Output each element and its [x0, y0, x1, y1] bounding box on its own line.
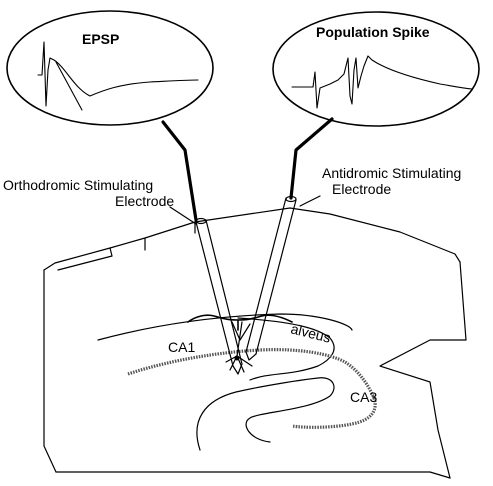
hippocampal-slice-outline	[43, 207, 467, 479]
epsp-recording-wire	[161, 120, 198, 222]
slice-inner-contours	[97, 313, 353, 451]
pyramidal-neuron	[225, 321, 253, 373]
orthodromic-label-line2: Electrode	[115, 193, 174, 209]
population-spike-recording-bubble: Population Spike	[272, 11, 480, 127]
population-spike-trace	[291, 55, 473, 109]
epsp-slope-line	[55, 61, 83, 111]
orthodromic-label-line1: Orthodromic Stimulating	[3, 177, 153, 193]
orthodromic-leader-line	[169, 206, 197, 225]
population-spike-recording-wire	[289, 117, 334, 200]
epsp-recording-bubble: EPSP	[6, 10, 214, 126]
alveus-label: alveus	[289, 320, 332, 345]
epsp-label: EPSP	[82, 31, 119, 47]
pyramidal-cell-layer	[127, 348, 377, 429]
antidromic-label-line1: Antidromic Stimulating	[322, 165, 461, 181]
dentate-contour-outer	[237, 317, 335, 381]
hippocampal-fissure	[97, 313, 353, 341]
alveus-bracket	[187, 314, 293, 331]
epsp-trace	[37, 41, 199, 107]
antidromic-leader-line	[299, 195, 321, 207]
orthodromic-stimulating-electrode	[195, 217, 243, 375]
antidromic-label-line2: Electrode	[332, 181, 391, 197]
antidromic-stimulating-electrode	[245, 195, 297, 361]
dentate-contour-inner	[196, 377, 335, 451]
ca1-cell-layer	[127, 348, 376, 399]
population-spike-label: Population Spike	[316, 24, 430, 40]
ca3-label: CA3	[350, 389, 377, 405]
ca1-label: CA1	[168, 339, 195, 355]
ca3-cell-layer	[291, 397, 377, 429]
